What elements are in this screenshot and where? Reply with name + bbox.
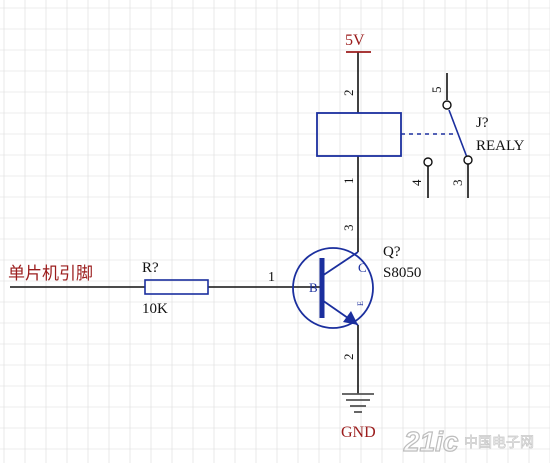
relay-coil bbox=[316, 112, 402, 157]
relay-part: REALY bbox=[476, 138, 525, 154]
resistor-pin-num: 1 bbox=[268, 270, 275, 285]
transistor-circle bbox=[292, 247, 374, 329]
coil-top-pin-num: 2 bbox=[341, 90, 356, 97]
resistor-ref: R? bbox=[142, 260, 159, 276]
watermark: 21ic 中国电子网 bbox=[402, 425, 534, 457]
ground-label: GND bbox=[341, 424, 376, 441]
transistor-collector bbox=[321, 251, 359, 277]
transistor-pin-b: B bbox=[309, 280, 318, 295]
transistor-symbol bbox=[292, 247, 374, 329]
collector-pin-num: 3 bbox=[341, 225, 356, 232]
transistor-pin-c: C bbox=[358, 260, 367, 275]
emitter-pin-num: 2 bbox=[341, 354, 356, 361]
ground-symbol bbox=[342, 393, 374, 413]
contact-4-num: 4 bbox=[409, 179, 424, 186]
watermark-subtext: 中国电子网 bbox=[464, 435, 534, 451]
coil-bottom-pin-num: 1 bbox=[341, 178, 356, 185]
relay-ref: J? bbox=[476, 115, 489, 131]
watermark-logo: 21ic bbox=[403, 426, 459, 457]
input-net-label: 单片机引脚 bbox=[8, 264, 93, 283]
relay-contact-3 bbox=[463, 155, 473, 165]
relay-contact-5 bbox=[442, 100, 452, 110]
emitter-arrow bbox=[343, 311, 358, 325]
resistor-body bbox=[144, 279, 209, 295]
resistor-value: 10K bbox=[142, 301, 168, 317]
transistor-ref: Q? bbox=[383, 244, 401, 260]
supply-label: 5V bbox=[345, 32, 365, 49]
contact-3-num: 3 bbox=[450, 180, 465, 187]
transistor-part: S8050 bbox=[383, 265, 421, 281]
wires bbox=[10, 52, 469, 394]
relay-contact-4 bbox=[423, 157, 433, 167]
transistor-pin-e: E bbox=[356, 301, 365, 306]
relay-switch-arm bbox=[448, 109, 469, 161]
contact-5-num: 5 bbox=[429, 87, 444, 94]
